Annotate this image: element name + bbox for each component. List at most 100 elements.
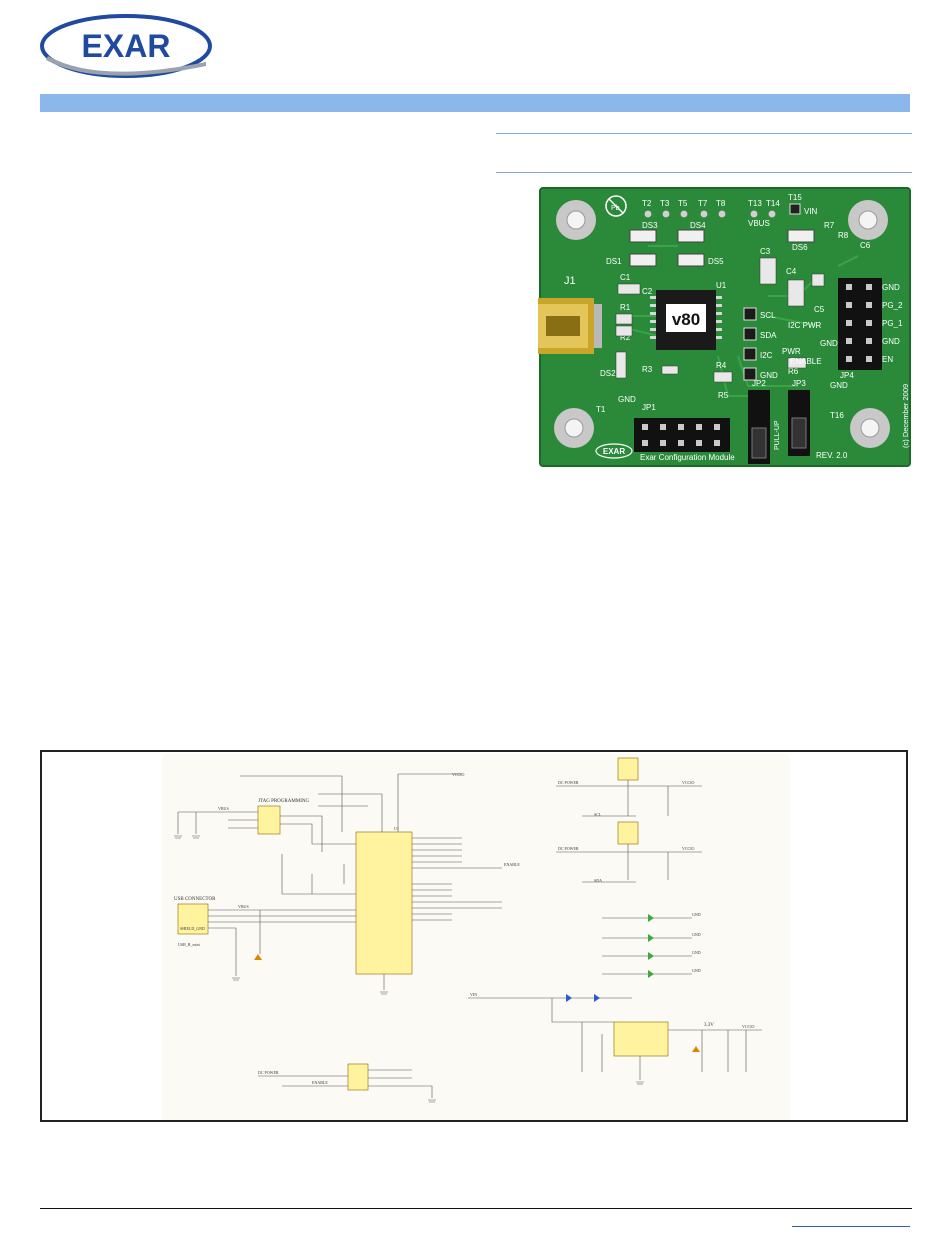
schem-dcpower-1: DC POWER [558,780,579,785]
label-gnd-jp: GND [830,381,848,390]
mount-hole-br [850,408,890,448]
footer-rule [40,1208,912,1209]
label-jp3: JP3 [792,379,806,388]
label-pg2: PG_2 [882,301,903,310]
schem-enable-2: ENABLE [312,1080,328,1085]
label-t13: T13 [748,199,762,208]
label-jp4: JP4 [840,371,854,380]
schem-vin: VIN [470,992,477,997]
label-t16: T16 [830,411,844,420]
label-t14: T14 [766,199,780,208]
label-r3: R3 [642,365,653,374]
schem-u1: U1 [394,826,399,831]
footer-link[interactable] [792,1226,910,1227]
chip-u1: v80 [650,290,722,350]
label-c6: C6 [860,241,871,250]
label-gnd-left: GND [618,395,636,404]
schem-vccio-4: VCCIO [742,1024,755,1029]
label-jp4-gnd1: GND [882,283,900,292]
schem-gnd-4: GND [692,968,701,973]
schem-jtag-label: JTAG PROGRAMMING [258,799,310,804]
usb-connector [538,298,602,354]
schem-3v3: 3.3V [704,1023,714,1028]
label-r4: R4 [716,361,727,370]
header-band [40,94,910,112]
mount-hole-tl [556,200,596,240]
label-jp1: JP1 [642,403,656,412]
board-logo-text: EXAR [603,447,625,456]
mount-hole-tr [848,200,888,240]
label-i2c: I2C [760,351,773,360]
section-rule-bottom [496,172,912,173]
label-c3: C3 [760,247,771,256]
schem-sda: SDA [594,878,602,883]
label-r8: R8 [838,231,849,240]
schem-usb-label: USB CONNECTOR [174,897,216,902]
label-c5: C5 [814,305,825,314]
label-c1: C1 [620,273,631,282]
schem-scl: SCL [594,812,602,817]
header-jp1 [634,418,730,452]
label-t2: T2 [642,199,652,208]
label-gnd-i2c: GND [760,371,778,380]
pb-free-icon: Pb [605,195,627,217]
schem-vbus-2: VBUS [238,904,249,909]
exar-logo: EXAR [40,14,212,78]
label-pull-up: PULL-UP [774,420,781,450]
led-array [629,229,815,267]
label-jp4-gnd2: GND [882,337,900,346]
label-i2c-pwr: I2C PWR [788,321,822,330]
label-ds4: DS4 [690,221,706,230]
board-photo: J1 Pb T2 T3 T5 T7 T8 T13 T14 T15 VBUS VI… [538,186,912,468]
label-gnd-right: GND [820,339,838,348]
label-ds2: DS2 [600,369,616,378]
label-copyright: (c) December 2009 [901,384,910,448]
label-en: EN [882,355,893,364]
schem-dcpower-3: DC POWER [258,1070,279,1075]
label-sda: SDA [760,331,777,340]
label-ds6: DS6 [792,243,808,252]
schematic-diagram: JTAG PROGRAMMING USB CONNECTOR USB_B_min… [162,754,790,1120]
schem-enable-1: ENABLE [504,862,520,867]
label-ds3: DS3 [642,221,658,230]
label-t5: T5 [678,199,688,208]
chip-marking: v80 [672,310,700,329]
label-t8: T8 [716,199,726,208]
label-r7: R7 [824,221,835,230]
label-r6: R6 [788,367,799,376]
schem-vbus-1: VBUS [218,806,229,811]
schem-vccio-1: VCCIO [452,772,465,777]
label-scl: SCL [760,311,776,320]
label-c2: C2 [642,287,653,296]
label-t7: T7 [698,199,708,208]
label-ds1: DS1 [606,257,622,266]
label-ds5: DS5 [708,257,724,266]
label-t3: T3 [660,199,670,208]
header-jp4 [838,278,882,370]
section-rule-top [496,133,912,134]
logo-text: EXAR [82,28,171,64]
schem-gnd-2: GND [692,932,701,937]
label-j1: J1 [564,275,576,287]
label-c4: C4 [786,267,797,276]
schem-usb-part: USB_B_mini [178,942,201,947]
label-r5: R5 [718,391,729,400]
label-jp2: JP2 [752,379,766,388]
board-logo: EXAR [595,443,633,459]
label-r2: R2 [620,333,631,342]
label-pg1: PG_1 [882,319,903,328]
schem-shield: SHIELD_GND [180,926,205,931]
label-board-name: Exar Configuration Module [640,453,735,462]
i2c-pads [743,307,757,381]
label-t1: T1 [596,405,606,414]
schem-gnd-1: GND [692,912,701,917]
schem-gnd-3: GND [692,950,701,955]
label-pb: Pb [611,205,620,212]
schem-dcpower-2: DC POWER [558,846,579,851]
mount-hole-bl [554,408,594,448]
label-r1: R1 [620,303,631,312]
jumper-jp2-jp3 [748,390,810,464]
schem-vccio-2: VCCIO [682,780,695,785]
label-vin: VIN [804,207,818,216]
label-pwr: PWR [782,347,801,356]
